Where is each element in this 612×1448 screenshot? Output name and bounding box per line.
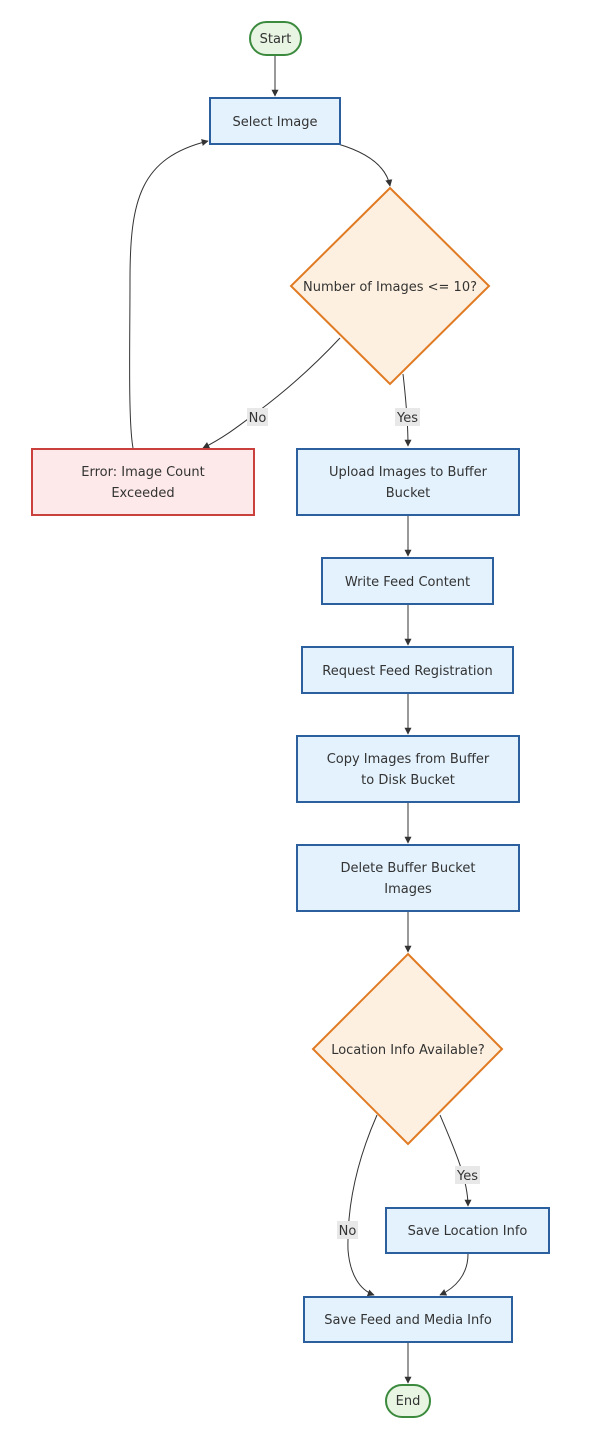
edge-label-text: Yes: [396, 411, 418, 426]
node-save-location-label: Save Location Info: [408, 1224, 528, 1239]
node-upload-buffer: Upload Images to Buffer Bucket: [296, 448, 520, 516]
edge-error-to-select: [129, 139, 209, 449]
node-select-image-label: Select Image: [233, 115, 318, 130]
node-upload-buffer-line2: Bucket: [386, 486, 430, 501]
node-request-registration: Request Feed Registration: [301, 646, 514, 694]
edge-label-location-yes: Yes: [455, 1166, 480, 1184]
node-select-image: Select Image: [209, 97, 341, 145]
edge-label-text: No: [339, 1224, 357, 1239]
node-error-label-line2: Exceeded: [111, 486, 174, 501]
node-delete-buffer: Delete Buffer Bucket Images: [296, 844, 520, 912]
node-write-feed: Write Feed Content: [321, 557, 494, 605]
edge-label-text: No: [249, 411, 267, 426]
edge-select-to-decision-count: [337, 143, 393, 187]
node-error-label-line1: Error: Image Count: [81, 465, 204, 480]
node-delete-buffer-line2: Images: [384, 882, 432, 897]
node-decision-location-label: Location Info Available?: [331, 1043, 485, 1058]
node-delete-buffer-line1: Delete Buffer Bucket: [341, 861, 476, 876]
node-upload-buffer-line1: Upload Images to Buffer: [329, 465, 488, 480]
node-save-location: Save Location Info: [385, 1207, 550, 1254]
node-copy-images-line2: to Disk Bucket: [361, 773, 455, 788]
edges: [129, 56, 472, 1384]
node-error-image-count: Error: Image Count Exceeded: [31, 448, 255, 516]
node-write-feed-label: Write Feed Content: [345, 575, 470, 590]
node-start: Start: [249, 21, 302, 56]
node-request-registration-label: Request Feed Registration: [322, 664, 492, 679]
edge-save-location-to-feed-media: [439, 1253, 469, 1296]
node-decision-image-count-label: Number of Images <= 10?: [303, 280, 477, 295]
edge-label-location-no: No: [337, 1221, 358, 1239]
edge-label-count-no: No: [247, 408, 268, 426]
node-end: End: [385, 1384, 431, 1418]
node-copy-images: Copy Images from Buffer to Disk Bucket: [296, 735, 520, 803]
node-copy-images-line1: Copy Images from Buffer: [327, 752, 490, 767]
edge-decision-location-yes: [439, 1114, 472, 1207]
edge-label-count-yes: Yes: [395, 408, 420, 426]
node-save-feed-media: Save Feed and Media Info: [303, 1296, 513, 1343]
node-end-label: End: [396, 1394, 421, 1409]
edge-decision-location-no: [347, 1114, 378, 1297]
node-start-label: Start: [260, 32, 292, 47]
node-save-feed-media-label: Save Feed and Media Info: [324, 1313, 492, 1328]
edge-decision-count-no: [202, 337, 341, 449]
node-decision-image-count: Number of Images <= 10?: [289, 186, 491, 386]
edge-label-text: Yes: [456, 1169, 478, 1184]
node-decision-location: Location Info Available?: [311, 952, 504, 1146]
